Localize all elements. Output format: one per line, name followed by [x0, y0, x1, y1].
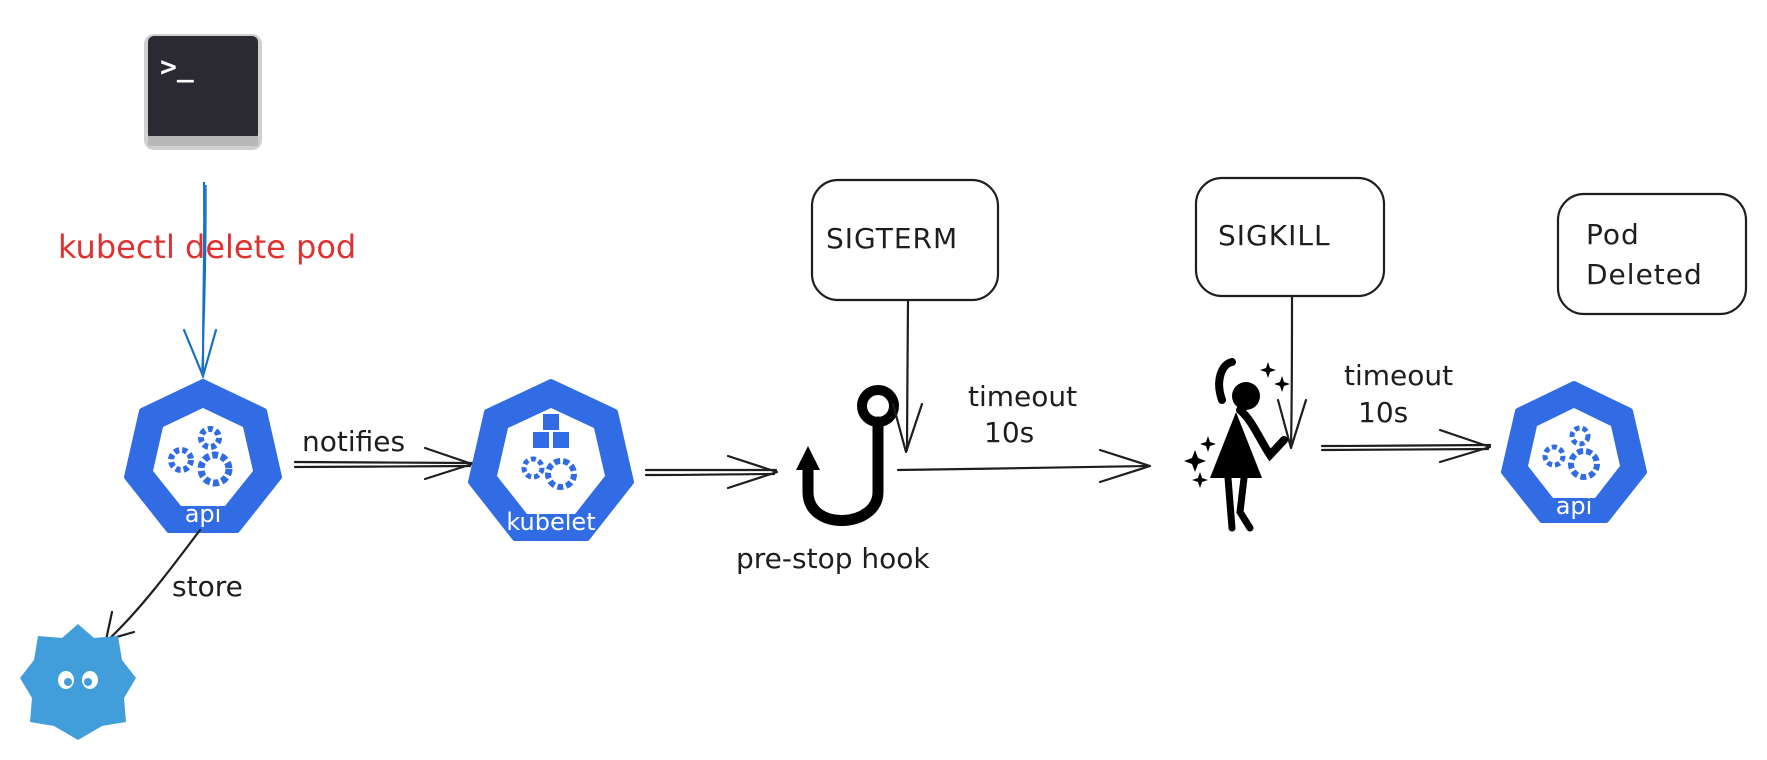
sigkill-arrow — [1276, 294, 1308, 450]
kubernetes-api-right-icon: api — [1501, 381, 1647, 523]
gears-icon — [168, 426, 233, 487]
timeout-1-line1: timeout — [968, 380, 1077, 413]
terminal-prompt: >_ — [160, 50, 194, 83]
pod-deleted-line1: Pod — [1586, 218, 1640, 251]
pod-deleted-box: Pod Deleted — [1556, 192, 1748, 316]
kubelet-to-hook-arrow — [644, 454, 779, 490]
pod-deleted-line2: Deleted — [1586, 258, 1703, 291]
dancer-icon — [1184, 358, 1290, 532]
sigterm-box: SIGTERM — [810, 178, 1000, 302]
timeout-1-line2: 10s — [984, 416, 1034, 449]
kubernetes-api-icon: api — [124, 379, 282, 533]
kubelet-icon: kubelet — [468, 379, 634, 541]
timeout-arrow-1 — [896, 448, 1152, 484]
store-label: store — [172, 570, 243, 603]
hook-label: pre-stop hook — [736, 542, 930, 575]
etcd-icon — [20, 624, 136, 740]
sigkill-box: SIGKILL — [1194, 176, 1386, 298]
kubelet-label: kubelet — [506, 508, 595, 536]
api-left-label: api — [185, 500, 222, 528]
command-label: kubectl delete pod — [58, 228, 356, 266]
notifies-label: notifies — [302, 425, 405, 458]
api-right-label: api — [1556, 492, 1593, 520]
sigterm-arrow — [891, 298, 924, 454]
hook-icon — [796, 385, 899, 526]
sigkill-label: SIGKILL — [1218, 219, 1331, 252]
terminal-icon: >_ — [144, 34, 262, 150]
timeout-2-line2: 10s — [1358, 396, 1408, 429]
timeout-2-line1: timeout — [1344, 359, 1453, 392]
cubes-icon — [533, 414, 569, 448]
sigterm-label: SIGTERM — [826, 222, 958, 255]
command-arrow — [182, 181, 218, 380]
timeout-arrow-2 — [1320, 428, 1492, 464]
notifies-arrow — [293, 446, 474, 481]
